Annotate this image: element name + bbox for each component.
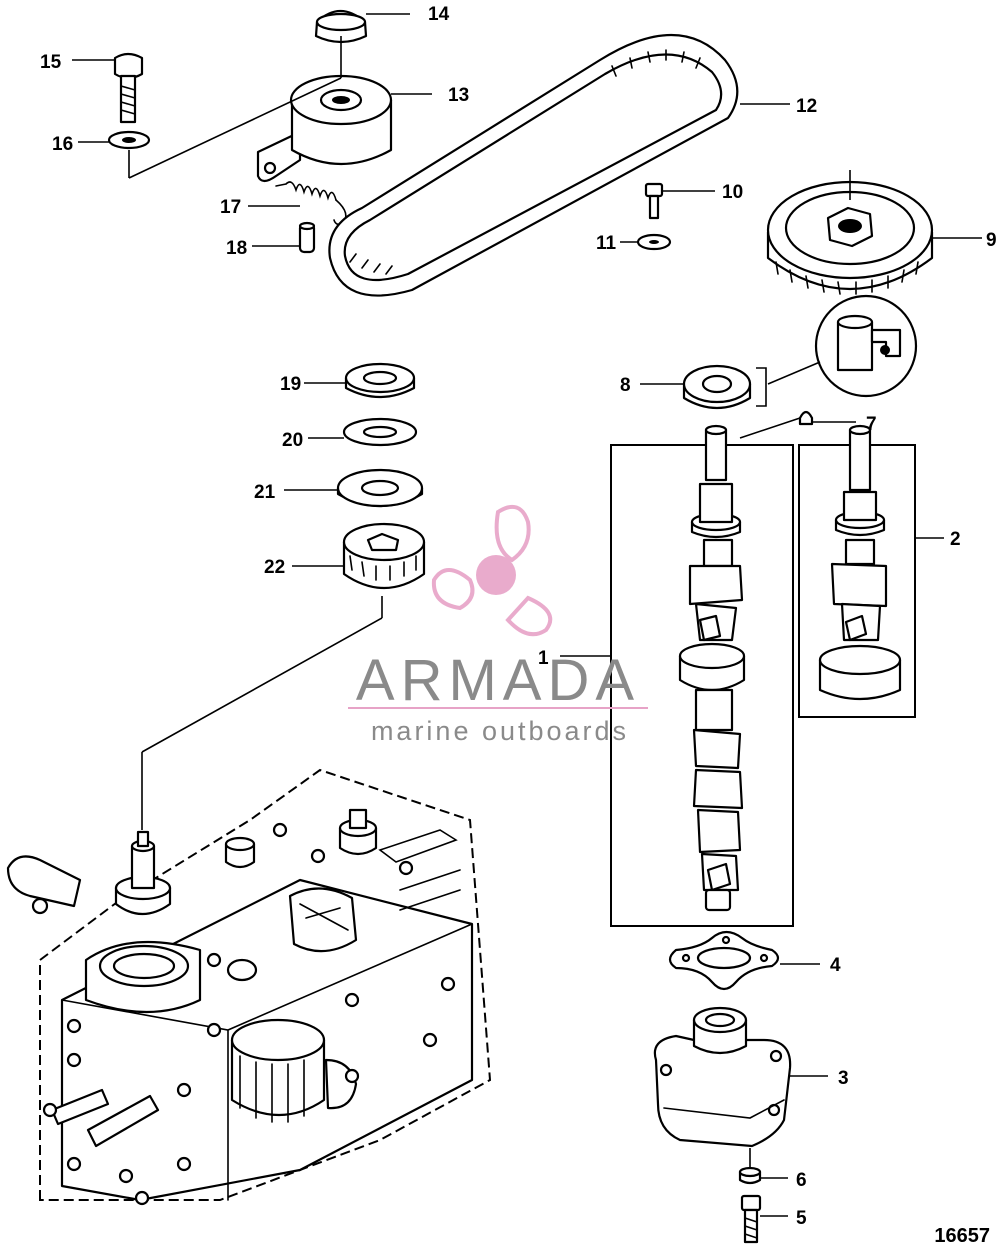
- part-22-crank-sprocket: [342, 522, 426, 590]
- callout-21: 21: [254, 482, 276, 503]
- part-19-bearing: [344, 362, 416, 398]
- armada-watermark-logo: [431, 504, 553, 637]
- callout-12: 12: [796, 96, 817, 117]
- part-12-timing-belt: [328, 34, 739, 297]
- part-16-washer: [107, 130, 151, 150]
- callout-14: 14: [428, 4, 450, 25]
- part-17-spring: [275, 181, 347, 226]
- detail-magnifier: [814, 294, 918, 398]
- part-7-key: [798, 410, 814, 426]
- callout-4: 4: [830, 955, 841, 976]
- part-21-washer: [336, 468, 424, 508]
- watermark-brand: ARMADA: [356, 648, 640, 713]
- callout-6: 6: [796, 1170, 807, 1191]
- callout-17: 17: [220, 197, 241, 218]
- part-20-washer: [342, 417, 418, 447]
- part-3-oil-pump: [653, 1006, 792, 1148]
- watermark-tagline: marine outboards: [371, 716, 629, 746]
- callout-1: 1: [538, 648, 549, 669]
- callout-9: 9: [986, 230, 997, 251]
- camshaft-box: [610, 444, 794, 927]
- callout-11: 11: [596, 233, 617, 254]
- part-11-washer: [636, 233, 672, 251]
- part-4-gasket: [668, 930, 780, 991]
- figure-number: 16657: [934, 1225, 990, 1247]
- part-14-cap: [314, 9, 368, 44]
- callout-7: 7: [866, 414, 877, 435]
- callout-13: 13: [448, 85, 469, 106]
- callout-18: 18: [226, 238, 247, 259]
- part-1-camshaft: [678, 424, 746, 912]
- callout-22: 22: [264, 557, 285, 578]
- callout-3: 3: [838, 1068, 849, 1089]
- part-13-idler-pulley: [256, 74, 393, 183]
- part-18-pin: [298, 221, 316, 254]
- callout-8: 8: [620, 375, 631, 396]
- callout-15: 15: [40, 52, 62, 73]
- callout-10: 10: [722, 182, 743, 203]
- callout-16: 16: [52, 134, 73, 155]
- part-8-seal: [682, 364, 752, 409]
- callout-5: 5: [796, 1208, 807, 1229]
- callout-2: 2: [950, 529, 961, 550]
- callout-20: 20: [282, 430, 303, 451]
- callout-19: 19: [280, 374, 301, 395]
- part-5-bolt: [740, 1194, 762, 1244]
- part-6-washer: [738, 1166, 762, 1185]
- part-2-camshaft-variant: [818, 424, 902, 701]
- engine-block: [6, 768, 492, 1206]
- part-10-bolt: [644, 182, 664, 220]
- part-15-bolt: [113, 52, 144, 124]
